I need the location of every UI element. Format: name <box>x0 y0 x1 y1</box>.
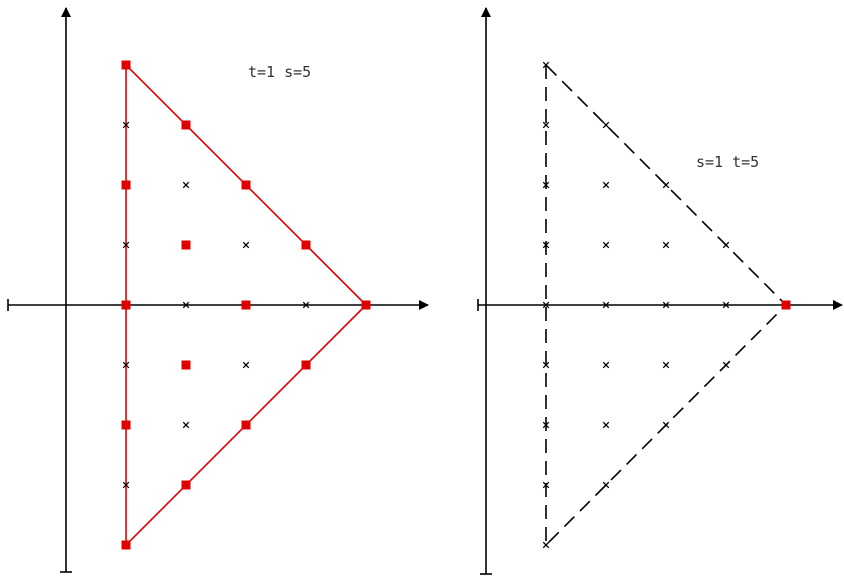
lattice-square <box>241 180 251 190</box>
lattice-cross <box>302 301 310 309</box>
lattice-cross <box>182 301 190 309</box>
lattice-cross <box>722 241 730 249</box>
lattice-cross <box>662 421 670 429</box>
lattice-cross <box>602 421 610 429</box>
panel-left: t=1 s=5 <box>7 7 429 573</box>
lattice-square <box>121 420 131 430</box>
panel-label: t=1 s=5 <box>248 63 311 81</box>
panel-right: s=1 t=5 <box>477 7 843 575</box>
lattice-square <box>301 240 311 250</box>
lattice-cross <box>242 361 250 369</box>
lattice-cross <box>662 241 670 249</box>
lattice-square <box>181 240 191 250</box>
lattice-cross <box>602 481 610 489</box>
lattice-cross <box>122 241 130 249</box>
lattice-square <box>121 540 131 550</box>
lattice-square <box>121 300 131 310</box>
lattice-cross <box>542 181 550 189</box>
lattice-cross <box>542 301 550 309</box>
lattice-cross <box>662 301 670 309</box>
lattice-cross <box>722 301 730 309</box>
lattice-cross <box>542 241 550 249</box>
lattice-cross <box>542 361 550 369</box>
lattice-square <box>121 60 131 70</box>
lattice-cross <box>542 541 550 549</box>
lattice-cross <box>182 181 190 189</box>
lattice-cross <box>542 121 550 129</box>
lattice-cross <box>602 361 610 369</box>
lattice-cross <box>542 421 550 429</box>
lattice-square <box>361 300 371 310</box>
lattice-cross <box>602 301 610 309</box>
panel-label: s=1 t=5 <box>696 153 759 171</box>
lattice-square <box>781 300 791 310</box>
lattice-square <box>181 120 191 130</box>
lattice-cross <box>182 421 190 429</box>
lattice-cross <box>602 181 610 189</box>
lattice-cross <box>542 61 550 69</box>
lattice-square <box>181 480 191 490</box>
lattice-cross <box>542 481 550 489</box>
lattice-cross <box>722 361 730 369</box>
lattice-square <box>181 360 191 370</box>
lattice-cross <box>122 361 130 369</box>
lattice-cross <box>122 121 130 129</box>
lattice-cross <box>602 121 610 129</box>
lattice-cross <box>242 241 250 249</box>
lattice-cross <box>662 181 670 189</box>
lattice-square <box>301 360 311 370</box>
lattice-square <box>241 420 251 430</box>
lattice-square <box>121 180 131 190</box>
lattice-cross <box>122 481 130 489</box>
lattice-square <box>241 300 251 310</box>
lattice-cross <box>662 361 670 369</box>
lattice-cross <box>602 241 610 249</box>
